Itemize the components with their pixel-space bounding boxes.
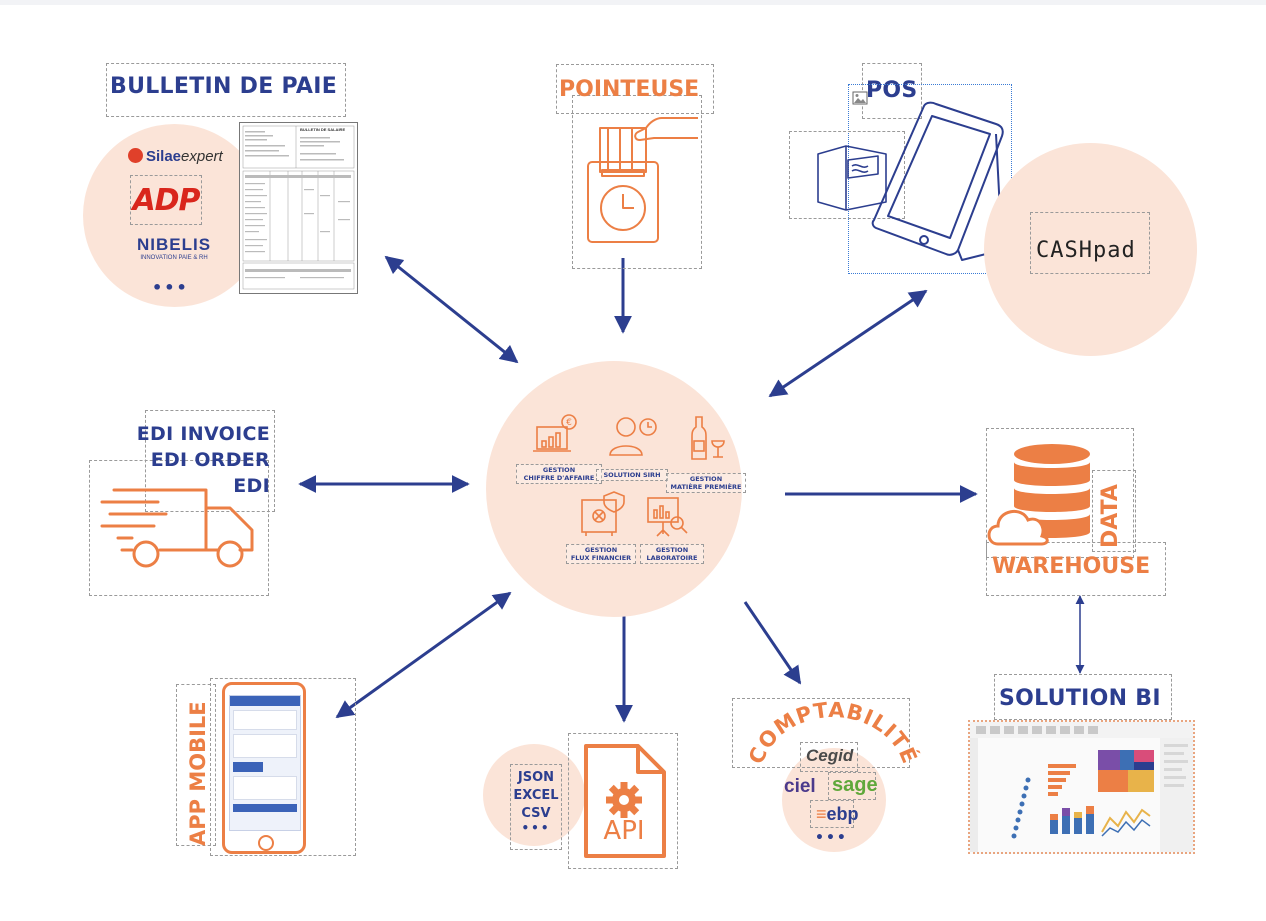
image-placeholder-icon: [852, 91, 868, 105]
time-clock-icon: [587, 117, 698, 243]
svg-text:€: €: [566, 418, 572, 428]
smartphone-frame: [222, 682, 306, 854]
payslip-title: BULLETIN DE SALAIRE: [300, 127, 346, 132]
top-band: [0, 0, 1266, 5]
edi-lines: EDI INVOICE EDI ORDER EDI: [120, 421, 270, 499]
ciel-logo: ciel: [784, 776, 816, 797]
app-title: APP MOBILE: [186, 701, 210, 846]
edi-line-invoice: EDI INVOICE: [136, 423, 270, 445]
api-file-icon: [584, 744, 666, 858]
sage-logo-box: [828, 772, 876, 800]
safe-icon: [581, 491, 625, 536]
edi-truck-box: [89, 460, 269, 596]
arrow-compta: [743, 601, 802, 685]
pos-terminal-icon: [871, 101, 1004, 261]
app-phone-box: [210, 678, 356, 856]
arrow-bulletin: [384, 255, 519, 364]
adp-logo-text: ADP: [132, 182, 200, 218]
api-format-json: JSON: [517, 770, 555, 785]
delivery-truck-icon: [100, 488, 254, 568]
warehouse-title: WAREHOUSE: [992, 554, 1151, 579]
edi-line-edi: EDI: [233, 475, 270, 497]
api-more-dots: •••: [521, 821, 551, 835]
receipt-printer-icon: [817, 145, 887, 211]
api-format-csv: CSV: [521, 806, 551, 821]
api-file-box: [568, 733, 678, 869]
sage-logo: sage: [832, 774, 878, 796]
arrow-app: [335, 591, 512, 719]
bulletin-title-box: [106, 63, 346, 117]
compta-arc-title: COMPTABILITÉ: [744, 698, 922, 768]
cashpad-logo-box: [1030, 212, 1150, 274]
hub-circle: [486, 361, 742, 617]
bi-title-box: [994, 674, 1172, 720]
edi-text-box: [145, 410, 275, 512]
bi-dashboard-graphic: [970, 722, 1193, 852]
silae-logo: Silaeexpert: [128, 148, 223, 165]
pointeuse-image-box: [572, 95, 702, 269]
adp-logo: ADP: [130, 175, 202, 225]
ebp-logo-text: ebp: [826, 804, 859, 824]
app-title-box: [176, 684, 216, 846]
bulletin-title: BULLETIN DE PAIE: [110, 74, 338, 99]
bi-dashboard-screenshot: [968, 720, 1195, 854]
api-formats-box: [510, 764, 562, 850]
analysis-board-icon: [647, 497, 688, 537]
pos-title-box: [862, 63, 922, 119]
payslip-lines: [242, 125, 355, 290]
bulletin-more-dots: •••: [152, 278, 189, 297]
payslip-document: BULLETIN DE SALAIRE: [239, 122, 358, 294]
api-format-excel: EXCEL: [513, 788, 559, 803]
pointeuse-title: POINTEUSE: [559, 77, 700, 102]
edi-line-order: EDI ORDER: [150, 449, 270, 471]
bi-title: SOLUTION BI: [999, 686, 1161, 711]
pos-circle: [984, 143, 1197, 356]
compta-more-dots: •••: [815, 830, 848, 846]
cashpad-logo: CASHpad: [1036, 238, 1136, 263]
nibelis-logo: NIBELIS INNOVATION PAIE & RH: [136, 235, 212, 261]
warehouse-data-box: [1092, 470, 1136, 552]
warehouse-image-box: [986, 428, 1134, 558]
smartphone-screen: [229, 695, 301, 831]
revenue-chart-icon: €: [533, 414, 577, 452]
warehouse-data-title: DATA: [1098, 484, 1123, 548]
api-formats: JSON EXCEL CSV •••: [510, 770, 562, 835]
wine-bottle-icon: [691, 416, 725, 460]
ebp-logo-box: [810, 800, 854, 828]
ebp-logo: ≡ebp: [816, 804, 859, 824]
api-file-label: API: [603, 816, 645, 846]
cegid-logo-box: [800, 742, 858, 772]
warehouse-title-box: [986, 542, 1166, 596]
arrow-pos: [768, 289, 928, 398]
database-cloud-icon: [987, 444, 1090, 546]
receipt-printer-box: [789, 131, 905, 219]
cegid-logo: Cegid: [806, 746, 854, 765]
smartphone-home-button: [258, 835, 274, 851]
module-label-sirh: SOLUTION SIRH: [596, 469, 668, 481]
pointeuse-title-box: [556, 64, 714, 114]
compta-title-box: [732, 698, 910, 768]
employee-clock-icon: [609, 417, 657, 456]
pos-title: POS: [866, 78, 918, 103]
bulletin-circle: [83, 124, 266, 307]
